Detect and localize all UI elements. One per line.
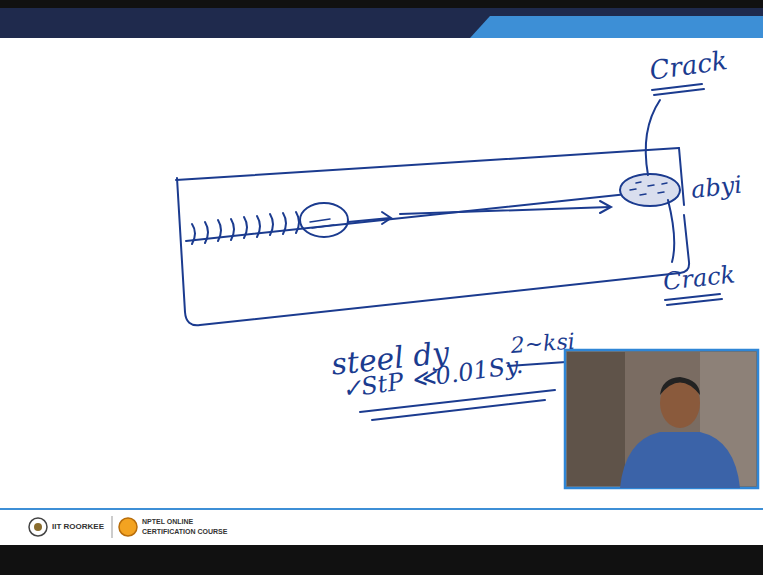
leader-line	[668, 200, 674, 262]
arrowhead	[600, 201, 611, 213]
presenter-head	[660, 378, 700, 428]
plate-right-edge	[679, 148, 684, 205]
growth-arrow-long	[400, 207, 610, 214]
iit-logo	[29, 518, 47, 536]
iit-logo-core	[34, 523, 42, 531]
presenter-body	[620, 432, 740, 488]
initiation-zone	[300, 203, 348, 237]
initiation-hatch	[310, 219, 334, 228]
footer-line	[0, 508, 763, 510]
header-black	[0, 0, 763, 8]
video-frame	[565, 350, 758, 488]
underline	[665, 294, 722, 305]
annotation: abyi	[690, 173, 743, 202]
annotation: Crack	[648, 47, 729, 84]
beach-marks	[192, 212, 299, 244]
growth-arrow-short	[348, 218, 390, 222]
plate-outline	[177, 178, 689, 325]
presenter-hair	[660, 377, 700, 395]
video-inset	[565, 350, 758, 488]
annotation: Crack	[662, 262, 736, 293]
underline	[652, 84, 704, 95]
header-band	[0, 8, 763, 38]
final-fracture-zone	[620, 174, 680, 206]
footer-divider	[112, 516, 113, 538]
plate-top-edge	[176, 148, 679, 180]
footer-text: IIT ROORKEE	[52, 523, 104, 531]
header-accent	[470, 16, 763, 38]
video-wall	[567, 352, 625, 486]
nptel-logo	[119, 518, 137, 536]
leader-line	[646, 100, 660, 175]
fracture-dots	[630, 182, 667, 195]
arrowhead	[382, 212, 391, 224]
footer-black	[0, 545, 763, 575]
footer-text: NPTEL ONLINE	[142, 518, 193, 525]
footer-text: CERTIFICATION COURSE	[142, 528, 227, 535]
